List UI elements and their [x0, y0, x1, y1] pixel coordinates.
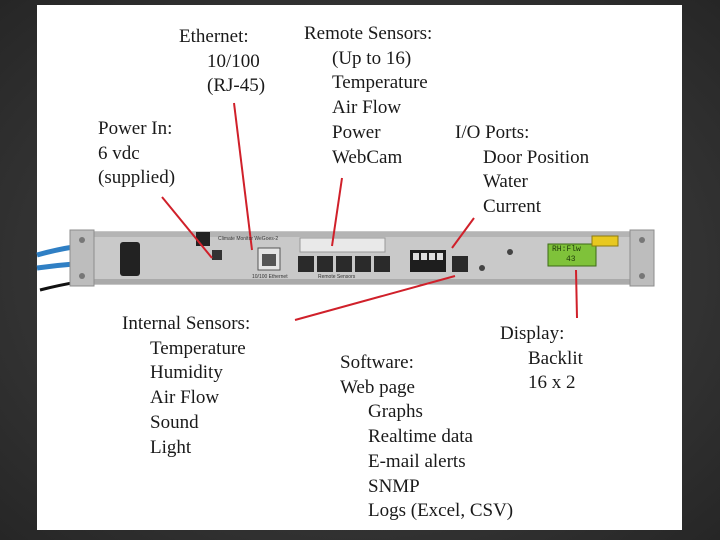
callout-internal-sensors [294, 275, 456, 321]
callout-lines [161, 102, 578, 321]
io-terminal-block [410, 250, 468, 272]
software-label: Software: Web page Graphs Realtime data … [340, 352, 514, 522]
power-cable-clip [120, 242, 140, 276]
remote-port-caption: Remote Sensors [318, 274, 356, 280]
power-jack [196, 232, 210, 246]
device-model-text: Climate Monitor WeGoes-2 [218, 236, 279, 242]
internal-sensors-label: Internal Sensors: Temperature Humidity A… [122, 313, 251, 458]
ethernet-port-caption: 10/100 Ethernet [252, 274, 288, 280]
power-in-label: Power In: 6 vdc (supplied) [98, 118, 176, 189]
remote-sensor-ports [298, 256, 390, 272]
remote-sensors-label: Remote Sensors: (Up to 16) Temperature A… [304, 23, 433, 168]
lcd-line-1: RH:Flw [552, 245, 581, 254]
io-ports-label: I/O Ports: Door Position Water Current [455, 122, 590, 218]
lcd-display [547, 243, 597, 267]
callout-display [575, 269, 578, 319]
callout-remote-sensors [331, 177, 343, 247]
callout-ethernet [233, 102, 253, 251]
callout-power [161, 196, 213, 259]
internal-sensor-light [479, 265, 485, 271]
display-label: Display: Backlit 16 x 2 [500, 323, 583, 394]
ethernet-label: Ethernet: 10/100 (RJ-45) [179, 26, 266, 97]
callout-io [451, 217, 475, 249]
lcd-line-2: 43 [566, 255, 576, 264]
